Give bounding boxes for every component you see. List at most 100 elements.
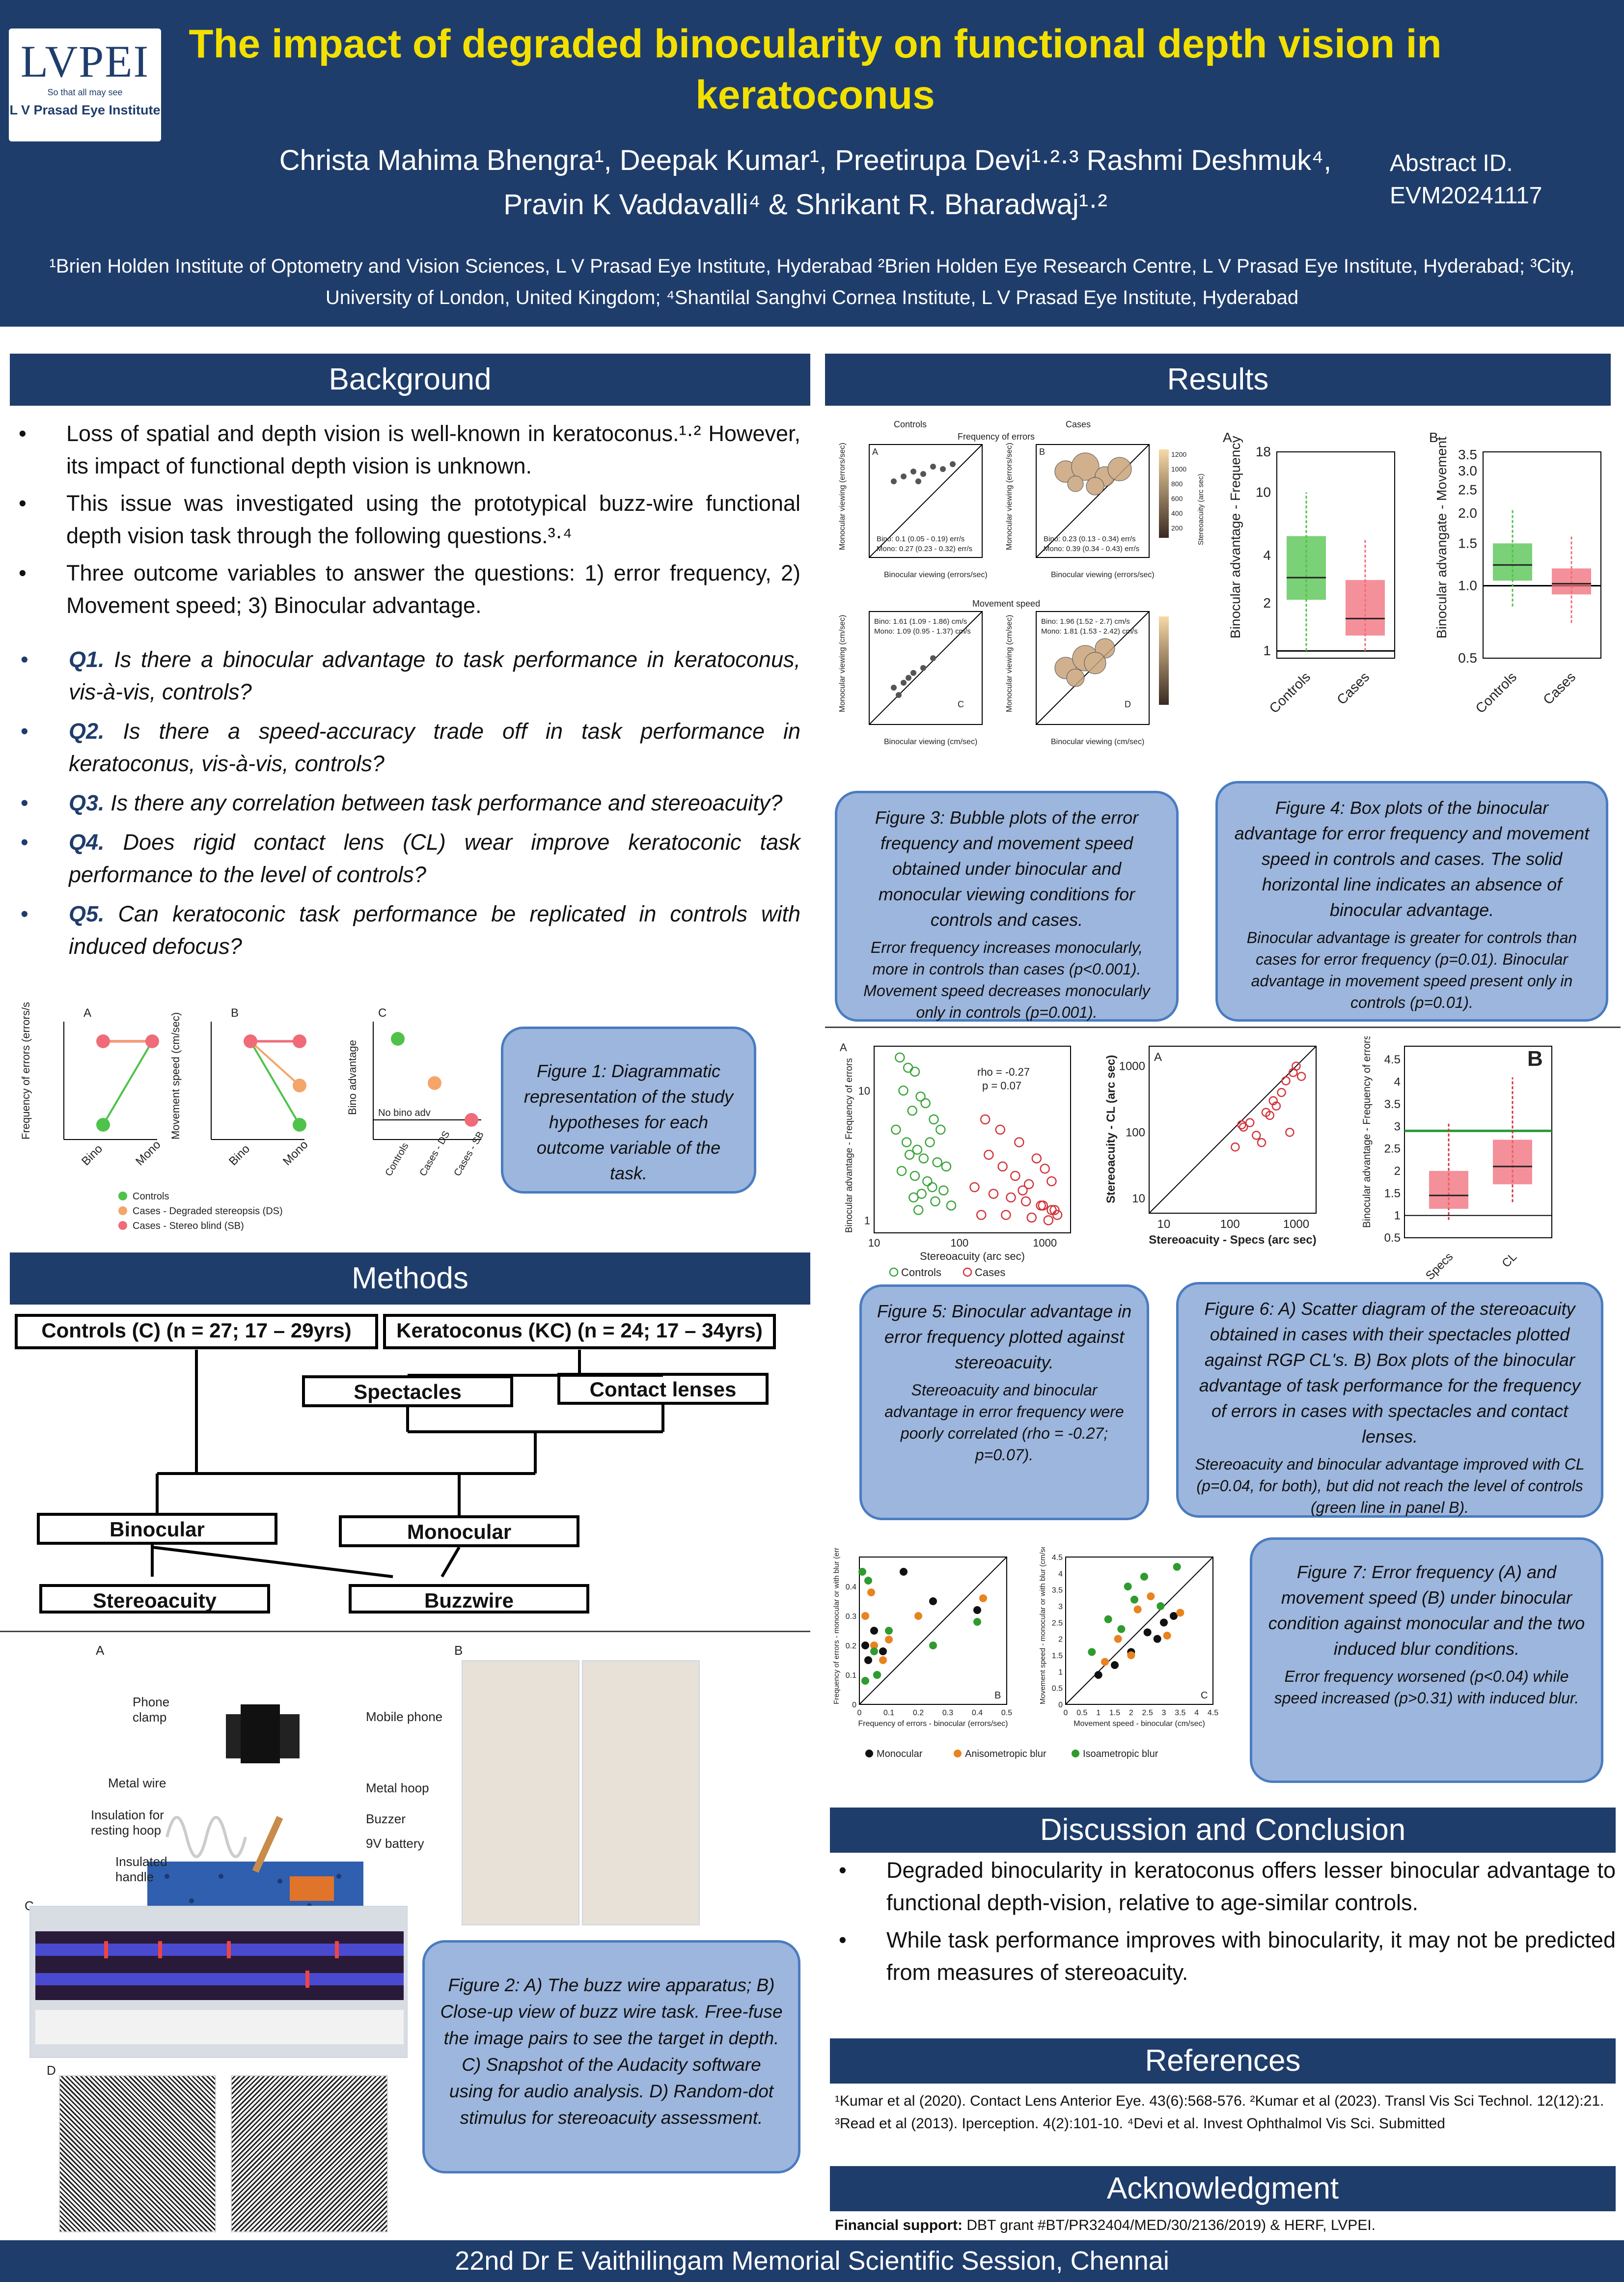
fig4-box xyxy=(1287,536,1326,600)
fig7-unity-line xyxy=(859,1557,1007,1705)
svg-text:Frequency of errors (errors/se: Frequency of errors (errors/sec) xyxy=(20,1002,32,1140)
fig7-point xyxy=(1173,1563,1181,1571)
fig7-point xyxy=(1111,1661,1119,1669)
fig5-point xyxy=(1010,1170,1020,1181)
fig7-ylabel: Frequency of errors - monocular or with … xyxy=(832,1547,841,1704)
research-questions: Q1. Is there a binocular advantage to ta… xyxy=(15,643,800,970)
fig4-ylabel: Binocular advantage - Frequency of error… xyxy=(1228,432,1243,639)
figure-4-caption: Figure 4: Box plots of the binocular adv… xyxy=(1215,781,1608,1022)
fig7-ytick: 0.3 xyxy=(846,1613,856,1621)
question-item: Q4. Does rigid contact lens (CL) wear im… xyxy=(15,826,800,891)
fig7-ytick: 0.1 xyxy=(846,1671,856,1680)
fig6a-point xyxy=(1277,1087,1286,1097)
fig5-point xyxy=(891,1124,901,1135)
fig6b-ytick: 2 xyxy=(1394,1165,1401,1178)
fig7-point xyxy=(1104,1615,1112,1623)
fig7-point xyxy=(1101,1658,1109,1666)
fig7-point xyxy=(1153,1635,1161,1643)
fig7-xtick: 1 xyxy=(1096,1709,1101,1717)
fig5-point xyxy=(997,1161,1008,1172)
fig6a-point xyxy=(1271,1101,1281,1111)
fig5-ytick: 10 xyxy=(858,1085,870,1097)
figure-7-caption: Figure 7: Error frequency (A) and moveme… xyxy=(1250,1537,1603,1783)
fig7-legend: Anisometropic blur xyxy=(965,1749,1046,1759)
fig2-label-handle: Insulated handle xyxy=(115,1854,167,1884)
fig7-xtick: 0 xyxy=(1064,1709,1068,1717)
fig7-ytick: 3 xyxy=(1058,1603,1063,1611)
fig6a-point xyxy=(1239,1122,1248,1132)
svg-text:Mono: 0.27 (0.23 - 0.32) err/s: Mono: 0.27 (0.23 - 0.32) err/s xyxy=(877,545,972,553)
svg-text:400: 400 xyxy=(1171,509,1183,517)
fig5-legend-marker xyxy=(889,1267,899,1277)
fig7-xtick: 0.5 xyxy=(1001,1709,1012,1717)
fig6b-ytick: 4.5 xyxy=(1384,1053,1401,1066)
fig4-ytick: 1 xyxy=(1263,643,1271,658)
figure-1-hypotheses: A B C Frequency of errors (errors/sec) B… xyxy=(20,1002,486,1231)
fig5-point xyxy=(916,1189,927,1199)
fig7-ylabel: Movement speed - monocular or with blur … xyxy=(1039,1547,1047,1704)
fig5-point xyxy=(988,1189,999,1199)
fig5-point xyxy=(1038,1200,1048,1211)
fig4-panel-label: A xyxy=(1223,432,1232,445)
fig6a-point xyxy=(1245,1118,1255,1127)
svg-text:Bino: 0.23 (0.13 - 0.34) err/s: Bino: 0.23 (0.13 - 0.34) err/s xyxy=(1044,535,1136,543)
fig2-label-insulation: Insulation for resting hoop xyxy=(91,1808,164,1837)
fig7-point xyxy=(900,1568,908,1576)
fig7-xlabel: Movement speed - binocular (cm/sec) xyxy=(1073,1720,1205,1728)
fig5-point xyxy=(907,1106,917,1116)
fig5-point xyxy=(976,1210,987,1220)
fig4-ytick: 2.5 xyxy=(1458,482,1477,498)
discussion-bullet: While task performance improves with bin… xyxy=(830,1924,1616,1989)
question-item: Q2. Is there a speed-accuracy trade off … xyxy=(15,715,800,780)
controls-box: Controls (C) (n = 27; 17 – 29yrs) xyxy=(15,1314,378,1349)
fig4-ytick: 2.0 xyxy=(1458,505,1477,521)
fig2-label-battery: 9V battery xyxy=(366,1836,424,1851)
fig7-xtick: 0 xyxy=(857,1709,862,1717)
svg-text:B: B xyxy=(1039,447,1045,457)
fig5-point xyxy=(941,1161,952,1172)
figure-2b-closeup-right xyxy=(582,1660,700,1925)
fig5-legend: Controls xyxy=(901,1266,941,1279)
fig6b-ytick: 3 xyxy=(1394,1120,1401,1133)
fig2-panel-d-label: D xyxy=(47,2063,56,2078)
fig7-xtick: 3 xyxy=(1162,1709,1166,1717)
fig7-point xyxy=(1156,1602,1165,1610)
fig7-point xyxy=(1130,1595,1138,1604)
fig2-label-phone-clamp: Phone clamp xyxy=(133,1695,170,1725)
svg-text:Stereoacuity (arc sec): Stereoacuity (arc sec) xyxy=(1197,473,1205,545)
fig7-point xyxy=(973,1618,981,1626)
acknowledgment-text: Financial support: DBT grant #BT/PR32404… xyxy=(835,2217,1376,2233)
fig6a-point xyxy=(1237,1120,1246,1130)
fig2-label-mobile-phone: Mobile phone xyxy=(366,1709,443,1724)
buzzwire-box: Buzzwire xyxy=(349,1584,589,1614)
fig7-legend: Monocular xyxy=(877,1749,923,1759)
fig7-ytick: 2 xyxy=(1058,1636,1063,1644)
fig7-point xyxy=(1147,1592,1155,1600)
stereoacuity-box: Stereoacuity xyxy=(39,1584,270,1614)
fig5-point xyxy=(984,1149,994,1160)
fig7-xtick: 4 xyxy=(1194,1709,1199,1717)
svg-text:Cases - DS: Cases - DS xyxy=(417,1129,452,1178)
authors: Christa Mahima Bhengra¹, Deepak Kumar¹, … xyxy=(279,144,1332,221)
fig5-point xyxy=(1001,1210,1011,1220)
fig7-xtick: 0.3 xyxy=(942,1709,953,1717)
fig2-panel-a-label: A xyxy=(96,1643,105,1658)
fig6a-axes xyxy=(1149,1046,1317,1214)
affiliations: ¹Brien Holden Institute of Optometry and… xyxy=(49,255,1575,308)
fig5-ylabel: Binocular advantage - Frequency of error… xyxy=(844,1058,854,1233)
fig3-panel-b: B Bino: 0.23 (0.13 - 0.34) err/s Mono: 0… xyxy=(1005,443,1155,579)
svg-text:Binocular viewing (errors/sec): Binocular viewing (errors/sec) xyxy=(1051,571,1155,579)
svg-text:Monocular viewing (cm/sec): Monocular viewing (cm/sec) xyxy=(838,615,847,712)
fig6a-xtick: 1000 xyxy=(1283,1218,1309,1231)
fig7-point xyxy=(861,1612,869,1620)
fig5-point xyxy=(913,1205,924,1215)
fig5-ytick: 1 xyxy=(864,1214,870,1226)
figure-3-bubble-plots: Controls Cases Frequency of errors Movem… xyxy=(838,419,1205,746)
fig3-panel-c: C Bino: 1.61 (1.09 - 1.86) cm/s Mono: 1.… xyxy=(838,611,983,746)
fig5-point xyxy=(903,1062,913,1073)
fig5-point xyxy=(1049,1205,1060,1215)
fig7-point xyxy=(864,1577,872,1585)
fig6b-ylabel: Binocular advantage - Frequency of error… xyxy=(1361,1036,1373,1228)
background-bullet: Three outcome variables to answer the qu… xyxy=(10,557,800,622)
